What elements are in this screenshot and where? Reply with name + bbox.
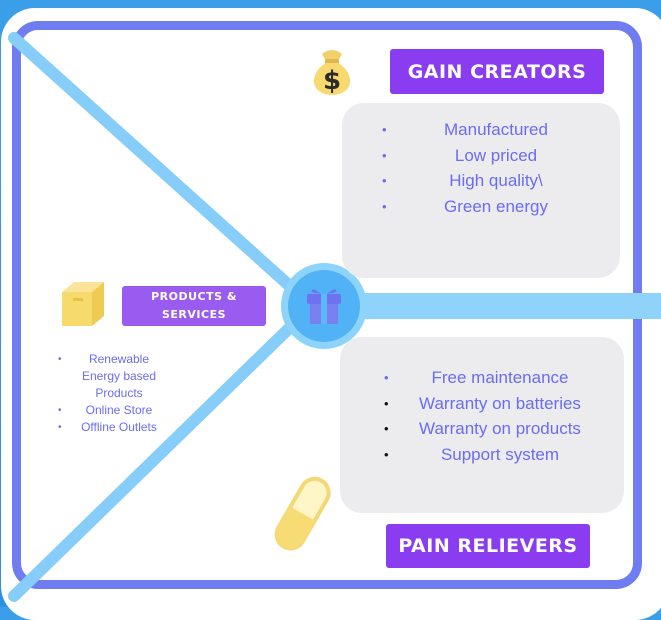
bullet-icon: • (382, 173, 387, 188)
list-item-label: Green energy (444, 196, 548, 216)
products-services-title: PRODUCTS & SERVICES (122, 286, 266, 326)
list-item-label: Renewable Energy based Products (81, 352, 157, 400)
bullet-icon: • (384, 446, 389, 462)
list-item: • Offline Outlets (58, 419, 168, 436)
list-item-label: Offline Outlets (81, 420, 157, 434)
list-item: • Renewable Energy based Products (58, 351, 168, 402)
pain-relievers-title: PAIN RELIEVERS (386, 524, 590, 568)
gift-icon (307, 289, 341, 324)
list-item: • Warranty on batteries (340, 391, 624, 417)
bullet-icon: • (382, 122, 387, 137)
bullet-icon: • (382, 198, 387, 214)
products-services-list: • Renewable Energy based Products • Online… (58, 351, 168, 436)
value-map-lines (8, 32, 661, 602)
horizontal-band (330, 293, 661, 319)
list-item-label: Warranty on products (419, 419, 581, 438)
products-title-line1: PRODUCTS & (151, 290, 237, 303)
list-item: • High quality\ (342, 168, 620, 194)
gain-creators-title: GAIN CREATORS (390, 49, 604, 94)
list-item: • Green energy (342, 194, 620, 220)
bullet-icon: • (58, 405, 62, 416)
box-icon (62, 282, 104, 326)
money-bag-icon: $ (313, 50, 351, 96)
list-item: • Manufactured (342, 117, 620, 143)
list-item-label: Free maintenance (431, 368, 569, 387)
pain-relievers-card: • Free maintenance • Warranty on batteries… (340, 337, 624, 513)
bullet-icon: • (384, 395, 389, 411)
gain-creators-card: • Manufactured • Low priced • High quality\… (342, 103, 620, 278)
bullet-icon: • (384, 421, 389, 436)
bullet-icon: • (384, 370, 389, 385)
diagonal-lower (8, 300, 318, 602)
list-item: • Warranty on products (340, 416, 624, 442)
pill-icon (274, 476, 331, 551)
bullet-icon: • (58, 422, 62, 433)
bullet-icon: • (382, 147, 387, 163)
list-item-label: Support system (440, 444, 560, 464)
diagonal-upper (8, 32, 318, 312)
gain-creators-list: • Manufactured • Low priced • High quality\… (342, 117, 620, 219)
list-item-label: Online Store (85, 403, 153, 417)
products-title-line2: SERVICES (161, 308, 227, 321)
list-item: • Low priced (342, 143, 620, 169)
list-item-label: Low priced (454, 145, 538, 165)
list-item-label: Manufactured (444, 120, 548, 139)
list-item-label: High quality\ (449, 171, 543, 190)
pain-relievers-list: • Free maintenance • Warranty on batteries… (340, 365, 624, 467)
list-item: • Online Store (58, 402, 168, 419)
bullet-icon: • (58, 354, 62, 365)
list-item-label: Warranty on batteries (419, 393, 581, 413)
list-item: • Support system (340, 442, 624, 468)
svg-text:$: $ (323, 66, 341, 96)
list-item: • Free maintenance (340, 365, 624, 391)
